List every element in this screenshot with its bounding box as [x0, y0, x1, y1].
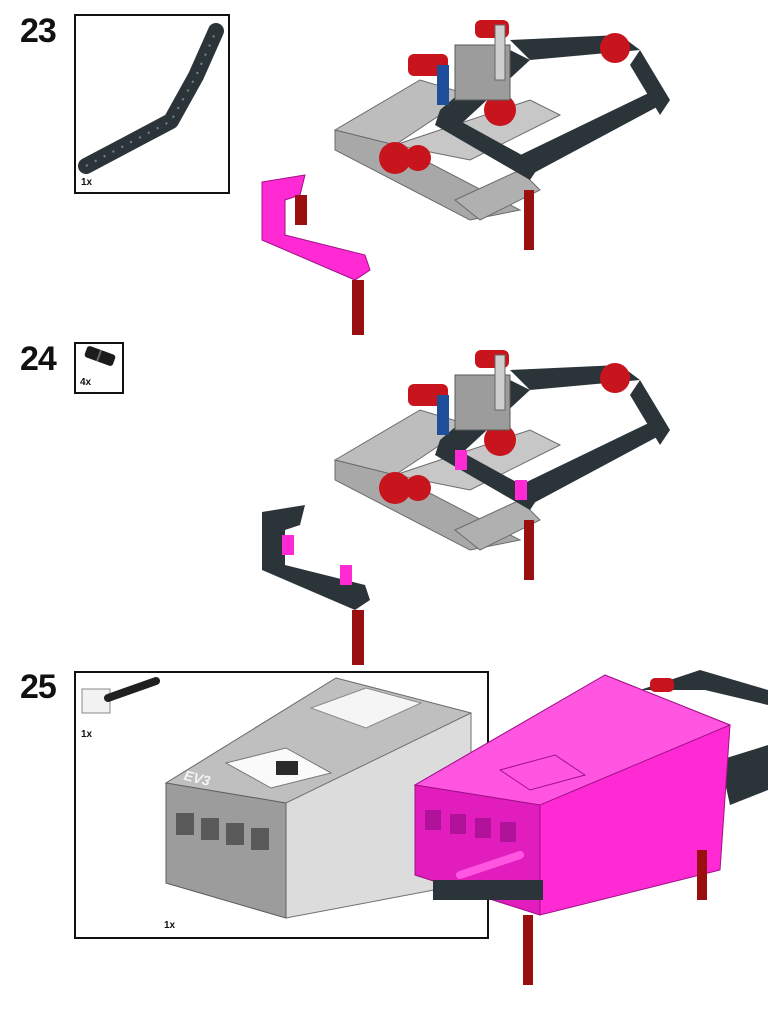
- connector-cable-icon: [81, 677, 160, 714]
- step-number: 24: [20, 340, 57, 378]
- red-connectors: [379, 20, 630, 174]
- part-quantity: 1x: [81, 177, 93, 188]
- blue-pin: [437, 65, 449, 105]
- dark-beam: [433, 880, 543, 900]
- highlighted-pin: [455, 450, 467, 470]
- highlighted-pin: [515, 480, 527, 500]
- red-axle: [523, 915, 533, 985]
- black-pin-icon: [84, 346, 116, 366]
- step-number: 23: [20, 12, 57, 50]
- part-quantity: 1x: [164, 920, 176, 931]
- highlighted-pin: [340, 565, 352, 585]
- highlighted-liftarm: [261, 174, 371, 281]
- red-connector: [650, 678, 674, 692]
- red-axle: [524, 520, 534, 580]
- ev3-brick-icon: [164, 677, 473, 919]
- highlighted-pin: [282, 535, 294, 555]
- red-axle: [697, 850, 707, 900]
- parts-callout: EV3 1x 1x: [74, 671, 489, 939]
- parts-callout: 1x: [74, 14, 230, 194]
- red-axle: [295, 195, 307, 225]
- parts-callout: 4x: [74, 342, 124, 394]
- part-quantity: 1x: [81, 729, 93, 740]
- highlighted-ev3-brick: [413, 674, 732, 916]
- blue-pin: [437, 395, 449, 435]
- gray-hub: [454, 24, 511, 101]
- callout-parts-art: [81, 677, 473, 919]
- step-number: 25: [20, 668, 57, 706]
- bent-liftarm-icon: [78, 23, 224, 174]
- gray-hub: [454, 354, 511, 431]
- red-axle: [352, 610, 364, 665]
- dark-beam-frame: [640, 670, 768, 805]
- part-quantity: 4x: [80, 377, 92, 388]
- red-axle: [352, 280, 364, 335]
- red-axle: [524, 190, 534, 250]
